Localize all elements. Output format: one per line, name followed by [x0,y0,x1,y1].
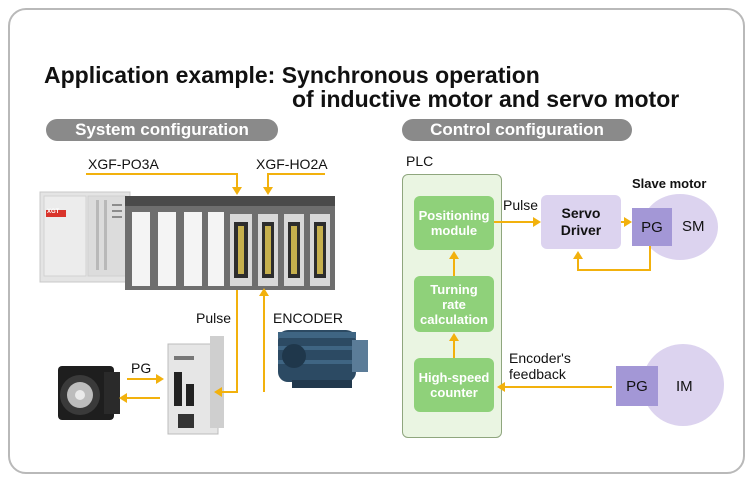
title-line-1: Application example: Synchronous operati… [44,62,540,88]
slave-pg-box: PG [632,208,672,246]
servo-line-2: Driver [560,222,602,238]
plc-rack-image [39,191,335,290]
encoder-feedback-line-2: feedback [509,366,566,382]
turning-line-2: rate [442,296,466,312]
slave-pg-label: PG [641,218,663,236]
module-label-xgf-ho2a: XGF-HO2A [256,156,328,172]
system-arrows [86,173,325,399]
positioning-line-1: Positioning [418,208,490,223]
system-configuration-header: System configuration [46,119,278,141]
highspeed-line-1: High-speed [418,370,490,385]
servo-motor-image [58,366,120,420]
plc-label: PLC [406,153,434,169]
induction-motor-image [278,330,368,388]
control-pulse-label: Pulse [503,197,539,213]
sm-label: SM [682,218,705,235]
servo-driver-image [167,336,224,435]
system-pulse-label: Pulse [196,310,232,326]
control-configuration-header: Control configuration [402,119,632,141]
im-pg-label: PG [626,377,648,395]
positioning-line-2: module [430,223,478,238]
module-label-xgf-po3a: XGF-PO3A [88,156,159,172]
turning-line-1: Turning [430,281,478,297]
title-line-2: of inductive motor and servo motor [292,86,680,112]
im-label: IM [676,378,693,395]
plc-brand-logo: XGT [47,209,60,215]
turning-line-3: calculation [420,311,488,327]
encoder-feedback-line-1: Encoder's [509,350,571,366]
encoder-label: ENCODER [273,310,344,326]
system-pg-label: PG [131,360,152,376]
im-pg-box: PG [616,366,658,406]
system-arrowheads [119,187,273,403]
slave-motor-label: Slave motor [632,176,707,191]
servo-line-1: Servo [561,205,601,221]
highspeed-line-2: counter [430,385,478,400]
